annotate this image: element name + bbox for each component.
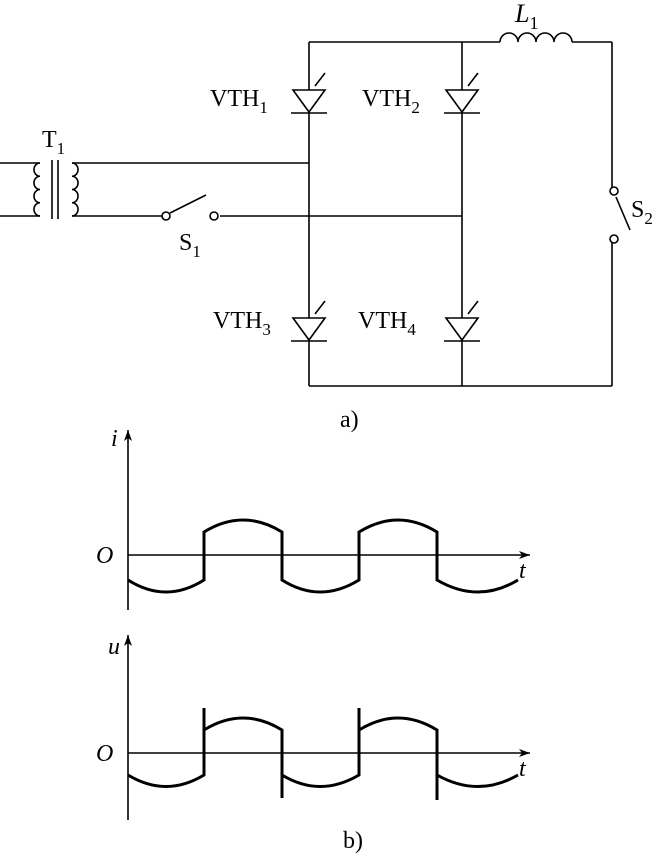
current-origin-label: O — [96, 543, 113, 569]
caption-a: a) — [340, 407, 359, 433]
transformer-t1: T1 — [0, 127, 79, 219]
switch-s1-label: S1 — [179, 230, 201, 261]
switch-s1: S1 — [161, 194, 219, 261]
transformer-label: T1 — [42, 127, 65, 158]
voltage-axis-label: u — [108, 634, 120, 660]
caption-b: b) — [343, 828, 363, 854]
thyristor-vth2-label: VTH2 — [362, 86, 420, 117]
current-trace — [127, 518, 519, 594]
thyristor-vth1: VTH1 — [210, 72, 327, 117]
current-time-label: t — [519, 558, 527, 584]
thyristor-vth1-label: VTH1 — [210, 86, 268, 117]
bridge-wires — [72, 41, 613, 387]
waveform-current: i O t — [96, 426, 530, 610]
inductor-l1: L1 — [499, 0, 573, 43]
switch-s2-label: S2 — [631, 197, 653, 228]
current-axis-label: i — [111, 426, 118, 452]
thyristor-vth2: VTH2 — [362, 72, 480, 117]
thyristor-vth3: VTH3 — [213, 300, 327, 342]
circuit-diagram: L1 S2 S1 T1 — [0, 0, 653, 433]
voltage-time-label: t — [519, 756, 527, 782]
thyristor-vth4-label: VTH4 — [358, 308, 416, 339]
switch-s2: S2 — [609, 186, 653, 244]
voltage-origin-label: O — [96, 741, 113, 767]
thyristor-vth3-label: VTH3 — [213, 308, 271, 339]
thyristor-vth4: VTH4 — [358, 300, 480, 342]
waveform-voltage: u O t — [96, 634, 530, 820]
voltage-trace — [127, 708, 519, 800]
inductor-label: L1 — [514, 0, 538, 33]
